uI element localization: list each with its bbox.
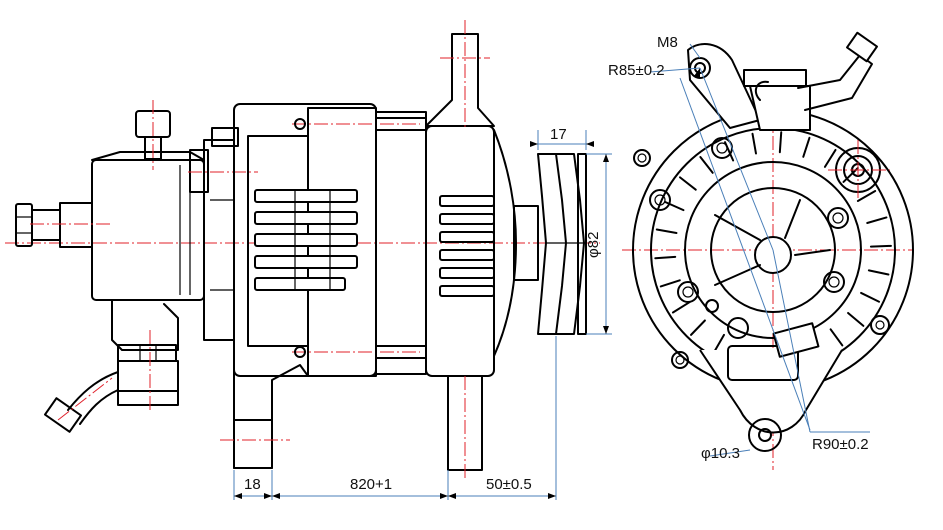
fan-fin	[869, 244, 892, 248]
side-view: 18 820+1 50±0.5 17 φ82	[5, 20, 612, 500]
fan-fin	[690, 319, 706, 336]
fan-fins	[654, 131, 892, 354]
fan-fin	[679, 176, 697, 191]
fan-fin	[671, 300, 691, 314]
hub-bolts	[633, 137, 890, 369]
dim-radius-bottom: R90±0.2	[812, 436, 869, 453]
fan-fin	[659, 279, 681, 288]
front-view	[622, 31, 914, 470]
fan-fin	[751, 132, 757, 155]
fan-fin	[713, 333, 725, 354]
dim-pulley-width: 17	[550, 126, 567, 143]
rear-housing	[233, 103, 427, 377]
side-dimensions	[233, 130, 612, 500]
pulley	[537, 153, 587, 335]
fan-fin	[699, 156, 714, 174]
fan-fin	[664, 201, 685, 212]
dim-radius-top: R85±0.2	[608, 62, 665, 79]
fan-fin	[778, 131, 783, 154]
fan-fin	[856, 190, 877, 202]
dim-body-length: 820+1	[350, 476, 392, 493]
fan-fin	[655, 228, 678, 234]
front-housing	[375, 20, 539, 480]
hub-outline	[684, 161, 862, 339]
fan-fin	[866, 216, 888, 224]
fan-fin	[829, 328, 844, 347]
fan-fin	[802, 136, 811, 158]
dim-thread: M8	[657, 34, 678, 51]
dim-pulley-diameter: φ82	[585, 232, 602, 258]
fan-fin	[654, 255, 677, 260]
fan-fin	[860, 291, 881, 303]
fan-fin	[867, 269, 890, 276]
vacuum-pump	[15, 100, 205, 433]
fan-fin	[847, 311, 865, 327]
dim-pulley-offset: 50±0.5	[486, 476, 532, 493]
fan-fin	[823, 148, 837, 168]
dim-hole-diameter: φ10.3	[701, 445, 740, 462]
mounting-foot	[220, 339, 309, 469]
dim-mount-width: 18	[244, 476, 261, 493]
